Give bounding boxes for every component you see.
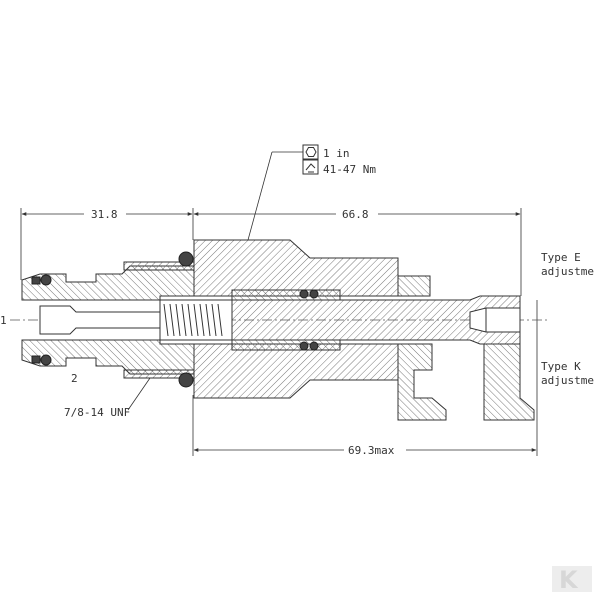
type-k-knob-left [397, 343, 447, 421]
o-rings [31, 251, 319, 388]
o-ring-nose-lower [40, 354, 52, 366]
poppet [39, 305, 161, 335]
thread-label: 7/8-14 UNF [64, 406, 130, 419]
logo-letter: K [559, 566, 579, 594]
stem-seal-upper [309, 289, 319, 299]
valve-section [21, 239, 535, 421]
torque-box [302, 159, 319, 175]
logo-background [552, 566, 592, 592]
o-ring-upper [178, 251, 194, 267]
sleeve-lower [231, 339, 341, 351]
hex-size-label: 1 in [323, 147, 350, 160]
o-ring-lower [178, 372, 194, 388]
type-k-knob-right [483, 343, 535, 421]
stem-tip [469, 307, 487, 333]
type-k-label: Type K [541, 360, 581, 373]
port-1-label: 1 [0, 314, 7, 327]
stem-seal-lower [299, 341, 309, 351]
spec-block: 1 in 41-47 Nm [247, 144, 376, 241]
hex-body-upper [193, 239, 399, 297]
sleeve-upper [231, 289, 341, 301]
hex-body-lower [193, 343, 399, 399]
type-k-desc: adjustme [541, 374, 594, 387]
dim-right-length: 66.8 [342, 208, 369, 221]
dimension-lines [20, 208, 538, 456]
o-ring-nose-upper [40, 274, 52, 286]
thread-leader [127, 377, 151, 411]
stem-seal-lower [309, 341, 319, 351]
thread-upper [123, 261, 195, 271]
torque-label: 41-47 Nm [323, 163, 376, 176]
watermark-logo: K [552, 566, 592, 594]
type-e-label: Type E [541, 251, 581, 264]
thread-lower [123, 369, 195, 379]
torque-wrench-icon [305, 163, 316, 173]
dim-left-length: 31.8 [91, 208, 118, 221]
port-2-label: 2 [71, 372, 78, 385]
stem-socket [485, 307, 521, 333]
spring [163, 303, 223, 337]
stem-seal-upper [299, 289, 309, 299]
leader-line [247, 151, 273, 241]
dim-overall-max: 69.3max [348, 444, 395, 457]
type-e-cap [397, 275, 431, 297]
backup-ring-upper [31, 276, 41, 285]
type-e-desc: adjustme [541, 265, 594, 278]
backup-ring-lower [31, 355, 41, 364]
hex-icon [305, 147, 317, 157]
